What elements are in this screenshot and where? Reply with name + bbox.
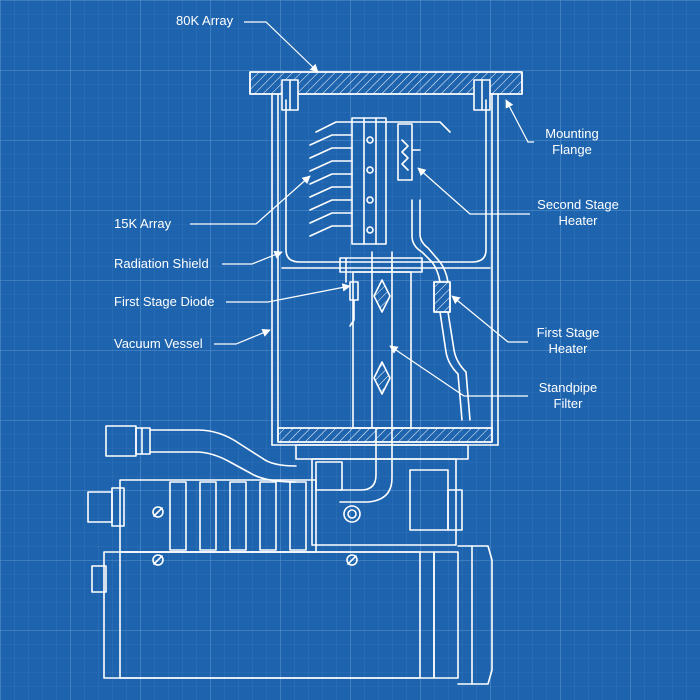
leader-first-stage-heater <box>451 295 528 343</box>
label-first-stage-heater: First Stage Heater <box>528 325 608 357</box>
array-15k-fins <box>309 117 451 245</box>
mounting-flange <box>249 71 523 111</box>
label-radiation-shield: Radiation Shield <box>114 256 209 271</box>
leader-second-stage-heater <box>417 167 530 215</box>
label-mounting-flange-line1: Mounting <box>545 126 599 141</box>
label-first-stage-heater-line1: First Stage <box>536 325 600 340</box>
leader-vacuum-vessel <box>214 328 271 345</box>
label-mounting-flange: Mounting Flange <box>532 126 612 158</box>
motor-finned-body <box>87 479 317 553</box>
label-standpipe-filter-line1: Standpipe <box>538 380 598 395</box>
label-second-stage-heater-line2: Heater <box>558 213 598 228</box>
leader-standpipe-filter <box>389 345 528 397</box>
leader-mounting-flange <box>505 99 534 143</box>
leader-radiation-shield <box>222 250 283 265</box>
drive-housing <box>295 427 469 546</box>
inlet-hose <box>105 425 297 483</box>
label-standpipe-filter-line2: Filter <box>553 396 583 411</box>
label-standpipe-filter: Standpipe Filter <box>528 380 608 412</box>
label-second-stage-heater-line1: Second Stage <box>537 197 619 212</box>
first-stage-heater <box>411 199 471 421</box>
label-first-stage-diode: First Stage Diode <box>114 294 215 309</box>
label-80k-array: 80K Array <box>176 13 234 28</box>
cold-head <box>339 251 423 429</box>
label-mounting-flange-line2: Flange <box>552 142 592 157</box>
label-vacuum-vessel: Vacuum Vessel <box>114 336 203 351</box>
leader-first-stage-diode <box>226 283 351 303</box>
leader-lines <box>190 21 534 397</box>
label-second-stage-heater: Second Stage Heater <box>528 197 628 229</box>
motor-housing <box>91 545 493 685</box>
label-15k-array: 15K Array <box>114 216 172 231</box>
label-first-stage-heater-line2: Heater <box>548 341 588 356</box>
radiation-shield <box>281 99 491 269</box>
second-stage-heater <box>397 123 421 181</box>
leader-80k-array <box>244 21 319 73</box>
leader-15k-array <box>190 175 311 225</box>
